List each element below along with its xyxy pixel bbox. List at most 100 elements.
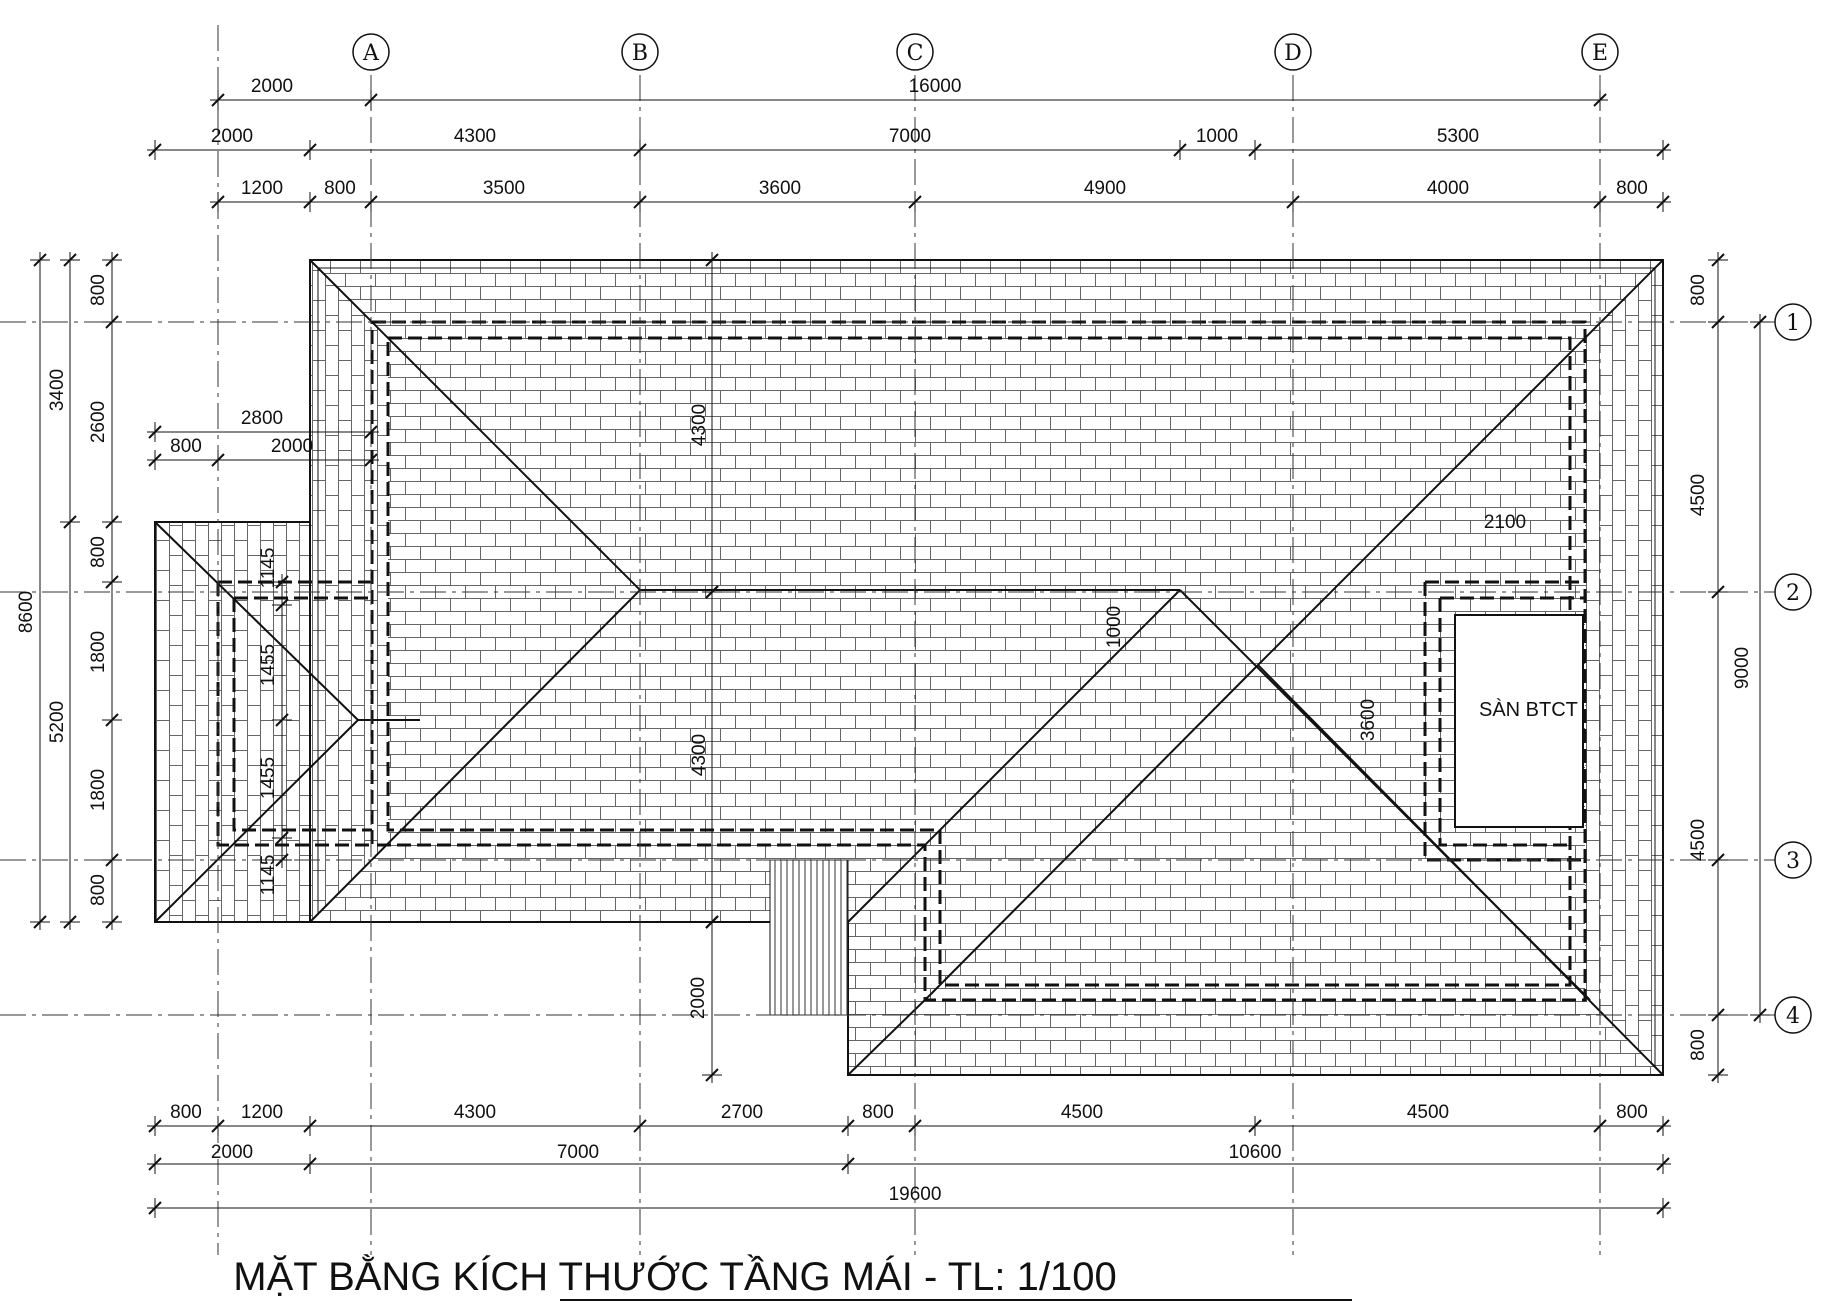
- dim-slash: [275, 853, 289, 867]
- grid-bubble-col: E: [1581, 33, 1619, 71]
- dim-slash: [211, 1119, 225, 1133]
- dim-left-mid-2: 5200: [47, 701, 68, 743]
- dim-slash: [1753, 315, 1767, 329]
- dim-slash: [908, 1119, 922, 1133]
- dim-slash: [105, 253, 119, 267]
- dim-slash: [1656, 143, 1670, 157]
- dim-slash: [841, 1157, 855, 1171]
- dim-slash: [1248, 1119, 1262, 1133]
- grid-col-label: E: [1592, 41, 1608, 66]
- dim-slash: [33, 253, 47, 267]
- grid-row-label: 4: [1786, 1004, 1800, 1029]
- dim-top-r3-6: 4000: [1427, 178, 1469, 199]
- dim-right-inner-3: 4500: [1688, 819, 1709, 861]
- grid-lines: [0, 25, 1790, 1255]
- dim-slash: [148, 143, 162, 157]
- dim-slash: [303, 143, 317, 157]
- dim-slash: [1593, 195, 1607, 209]
- dim-slash: [148, 1157, 162, 1171]
- dim-bot-r1-2: 1200: [241, 1102, 283, 1123]
- dim-bot-r1-4: 2700: [721, 1102, 763, 1123]
- dim-top-r3-1: 1200: [241, 178, 283, 199]
- dim-top-r2-1: 2000: [211, 126, 253, 147]
- dim-top-r3-3: 3500: [483, 178, 525, 199]
- dim-int-2: 4300: [689, 734, 710, 776]
- dim-slash: [1593, 1119, 1607, 1133]
- dims-right: 800 4500 4500 800 9000: [1688, 274, 1753, 1061]
- grid-col-label: D: [1284, 41, 1302, 66]
- dim-int-10: 1145: [258, 855, 279, 896]
- dim-slash: [705, 585, 719, 599]
- dim-wing-3: 2000: [271, 436, 313, 457]
- dim-top-r1-2: 16000: [909, 76, 962, 97]
- dim-left-inner-5: 1800: [88, 769, 109, 811]
- dim-slash: [1593, 93, 1607, 107]
- dim-bot-r2-2: 7000: [557, 1142, 599, 1163]
- dim-slash: [364, 453, 378, 467]
- dim-slash: [275, 598, 289, 612]
- dim-int-7: 1145: [258, 548, 279, 589]
- dim-left-outer-1: 8600: [16, 591, 37, 633]
- dimension-lines: [30, 90, 1770, 1218]
- dim-bot-r1-3: 4300: [454, 1102, 496, 1123]
- dim-int-5: 3600: [1358, 699, 1379, 741]
- dim-wing-2: 800: [170, 436, 202, 457]
- dim-slash: [633, 143, 647, 157]
- dim-int-9: 1455: [258, 757, 279, 799]
- dim-slash: [705, 253, 719, 267]
- roof-outline: [154, 259, 1664, 1076]
- grid-bubble-row: 2: [1774, 573, 1812, 611]
- grid-col-label: B: [632, 41, 648, 66]
- dim-slash: [63, 915, 77, 929]
- dim-left-inner-3: 800: [88, 536, 109, 568]
- dim-top-r3-5: 4900: [1084, 178, 1126, 199]
- dim-left-inner-4: 1800: [88, 631, 109, 673]
- roof-tiles: [154, 259, 1664, 1076]
- dim-slash: [705, 915, 719, 929]
- dim-slash: [1711, 315, 1725, 329]
- grid-bubble-col: A: [352, 33, 390, 71]
- dim-slash: [211, 93, 225, 107]
- dim-slash: [211, 195, 225, 209]
- dim-left-mid-1: 3400: [47, 369, 68, 411]
- dim-slash: [908, 195, 922, 209]
- dim-slash: [275, 831, 289, 845]
- dim-slash: [633, 195, 647, 209]
- dim-slash: [148, 1119, 162, 1133]
- dim-slash: [364, 93, 378, 107]
- dim-slash: [1711, 1068, 1725, 1082]
- dim-slash: [633, 1119, 647, 1133]
- dim-int-3: 2100: [1484, 512, 1526, 533]
- dims-bottom: 800 1200 4300 2700 800 4500 4500 800 200…: [170, 1102, 1648, 1205]
- dim-top-r1-1: 2000: [251, 76, 293, 97]
- dim-int-1: 4300: [689, 404, 710, 446]
- dim-slash: [1656, 1157, 1670, 1171]
- dim-slash: [1656, 1201, 1670, 1215]
- dim-slash: [148, 425, 162, 439]
- grid-row-label: 2: [1786, 581, 1800, 606]
- dim-slash: [303, 1157, 317, 1171]
- grid-row-label: 3: [1786, 849, 1800, 874]
- dim-right-inner-1: 800: [1688, 274, 1709, 306]
- dim-slash: [275, 575, 289, 589]
- grid-bubble-col: B: [621, 33, 659, 71]
- grid-bubble-col: C: [896, 33, 934, 71]
- dim-slash: [63, 253, 77, 267]
- dim-int-4: 1000: [1104, 606, 1125, 648]
- dim-top-r2-4: 1000: [1196, 126, 1238, 147]
- dim-right-inner-4: 800: [1688, 1029, 1709, 1061]
- dim-top-r3-7: 800: [1616, 178, 1648, 199]
- grid-row-label: 1: [1786, 311, 1800, 336]
- grid-bubbles: A B C D E 1 2 3 4: [352, 33, 1812, 1034]
- dim-slash: [33, 915, 47, 929]
- dim-slash: [105, 515, 119, 529]
- dim-top-r2-2: 4300: [454, 126, 496, 147]
- dim-slash: [841, 1119, 855, 1133]
- dim-top-r3-4: 3600: [759, 178, 801, 199]
- stair-treads: [774, 860, 848, 1015]
- grid-bubble-col: D: [1274, 33, 1312, 71]
- stair: [769, 859, 849, 1016]
- dim-slash: [364, 195, 378, 209]
- grid-bubble-row: 4: [1774, 996, 1812, 1034]
